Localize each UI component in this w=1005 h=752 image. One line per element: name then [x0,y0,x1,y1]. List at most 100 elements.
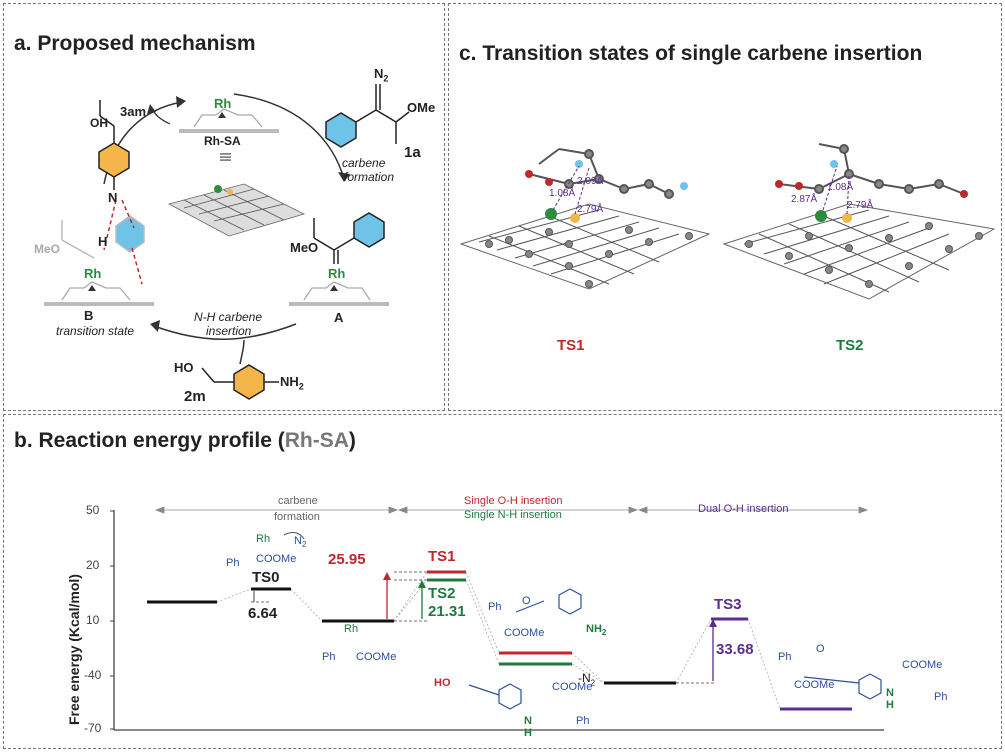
panel-a-title: a. Proposed mechanism [14,32,256,55]
ts1-distance-3: 2.79Å [577,204,604,215]
label-ts2: TS2 [428,585,456,602]
barrier-ts1: 25.95 [328,551,366,568]
ts1-distance-1: 1.08Å [549,188,576,199]
barrier-ts2: 21.31 [428,603,466,620]
cycle-arrow-carbene-formation [233,93,345,180]
label-oh: OH [90,116,108,130]
ytick-50: 50 [86,503,100,517]
ytick-20: 20 [86,558,100,572]
ts0-struct-cooome: COOMe [256,553,297,565]
phenyl-ring-1a [325,112,357,148]
oh-struct-cooome: COOMe [504,627,545,639]
label-ts3: TS3 [714,596,742,613]
dual-struct-n: N [886,687,894,699]
dual-struct-cooome: COOMe [794,679,835,691]
ts2-distance-2: 2.87Å [791,194,818,205]
label-nh2-2m: NH2 [280,374,304,392]
nh-struct-n: N [524,715,532,727]
graphene-sheet-icon [167,183,306,237]
label-rh-a: Rh [328,266,346,281]
dual-struct-ph-2: Ph [934,691,948,703]
label-rh-top: Rh [214,96,232,111]
ts0-struct-n2: N2 [294,535,307,550]
label-minus-n2: -N2 [578,671,596,688]
label-rh-sa: Rh-SA [204,134,241,148]
dual-struct-h: H [886,699,894,711]
ts2-distance-3: 2.79Å [847,200,874,211]
ts0-struct-ph: Ph [226,557,240,569]
label-1a: 1a [404,144,421,161]
label-rh-b: Rh [84,266,102,281]
label-state-b: B [84,308,94,323]
panel-energy-profile: b. Reaction energy profile (Rh-SA) [3,414,1002,749]
label-2m: 2m [184,388,206,405]
carbene-struct-rh: Rh [344,623,359,635]
energy-profile-diagram [110,506,884,731]
mechanism-diagram [44,84,410,400]
label-triple-bar: ||| [219,152,234,162]
dual-struct-cooome-2: COOMe [902,659,943,671]
label-carbene: carbene [342,156,386,170]
cycle-arrow-substrate-2m [239,339,245,365]
dual-struct-o: O [816,643,825,655]
ytick-minus70: -70 [84,721,102,735]
region-single-oh: Single O-H insertion [464,495,563,507]
cycle-arrow-nh-insertion [153,323,297,340]
region-formation: formation [274,511,320,523]
ts2-distance-1: 1.08Å [827,182,854,193]
label-ho-2m: HO [174,360,194,375]
support-top [179,129,279,133]
ts2-graphene-icon [722,203,996,300]
barrier-ts3: 33.68 [716,641,754,658]
label-intermediate-a: A [334,310,344,325]
region-single-nh: Single N-H insertion [464,509,562,521]
region-carbene: carbene [278,495,318,507]
ts2-molecule-icon [775,143,968,198]
label-meo-a: MeO [290,240,319,255]
dual-product-ring-icon [858,673,882,700]
nh-product-ring-icon [498,683,522,710]
panel-transition-states: c. Transition states of single carbene i… [448,3,1002,411]
panel-proposed-mechanism: a. Proposed mechanism [3,3,445,411]
aryl-ring-b [98,142,130,178]
ts2-label: TS2 [836,337,864,354]
oh-struct-nh2: NH2 [586,623,607,638]
panel-c-title: c. Transition states of single carbene i… [459,42,923,65]
panel-b-title: b. Reaction energy profile (Rh-SA) [14,429,356,452]
transition-state-models [459,143,996,300]
ts0-struct-rh: Rh [256,533,271,545]
oh-struct-o: O [522,595,531,607]
label-meo-b: MeO [34,242,61,256]
label-n-b: N [108,190,118,205]
ts1-graphene-icon [459,203,711,290]
carbene-struct-ph: Ph [322,651,336,663]
label-ts1: TS1 [428,548,456,565]
ts1-label: TS1 [557,337,585,354]
label-formation: formation [344,170,395,184]
y-axis-label: Free energy (Kcal/mol) [66,574,82,725]
barrier-ts0: 6.64 [248,605,278,622]
label-ts0: TS0 [252,569,280,586]
nh-struct-h: H [524,727,532,739]
phenyl-ring-b [115,215,145,253]
ytick-minus40: -40 [84,668,102,682]
label-3am: 3am [120,104,147,119]
nh-struct-cooome: COOMe [552,681,593,693]
oh-struct-ph: Ph [488,601,502,613]
ytick-10: 10 [86,613,100,627]
nh-struct-ph: Ph [576,715,590,727]
ts-oh-ring-icon [558,588,582,615]
region-dual-oh: Dual O-H insertion [698,503,789,515]
label-ome-1a: OMe [407,100,436,115]
ts1-molecule-icon [525,148,688,199]
carbene-struct-cooome: COOMe [356,651,397,663]
label-n2: N2 [374,66,389,84]
label-h-b: H [98,234,108,249]
ts1-distance-2: 2.09Å [577,176,604,187]
label-transition-state: transition state [56,324,135,338]
nh-struct-ho: HO [434,677,451,689]
aryl-ring-2m [233,364,265,400]
phenyl-ring-a [353,212,385,248]
label-insertion: insertion [206,324,252,338]
dual-struct-ph: Ph [778,651,792,663]
